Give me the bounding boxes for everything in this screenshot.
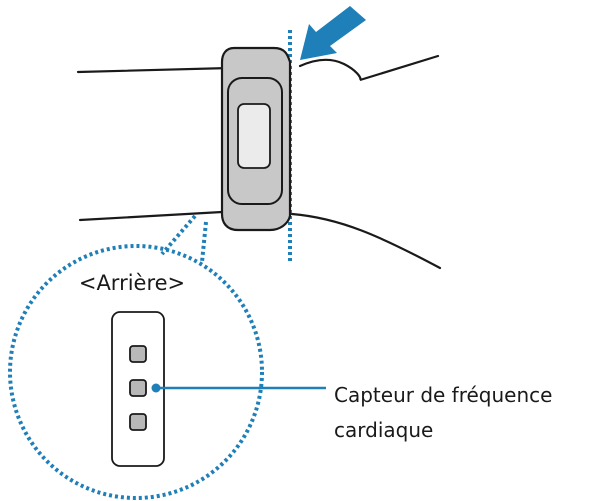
arrow-shape (300, 6, 366, 60)
callout-connector-right (200, 221, 208, 263)
sensor-top-icon (129, 345, 147, 363)
sensor-label-line1: Capteur de fréquence (334, 383, 552, 407)
callout-circle (8, 244, 264, 500)
heart-rate-sensor-icon (129, 379, 147, 397)
sensor-leader (151, 383, 326, 393)
sensor-label-line2: cardiaque (334, 418, 433, 442)
band-screen (237, 103, 271, 169)
wrist-bottom-left-line (78, 210, 224, 222)
sensor-bottom-icon (129, 413, 147, 431)
wrist-top-left-line (76, 66, 232, 74)
wrist-top-right-line (298, 54, 440, 82)
back-view-callout (8, 214, 264, 500)
back-label: <Arrière> (79, 271, 185, 295)
callout-connector-left (160, 214, 197, 256)
arrow-icon (300, 6, 366, 60)
wrist-outline (76, 54, 442, 270)
band-back-view (111, 311, 165, 467)
wrist-bottom-right-line (290, 212, 442, 270)
band-device (220, 46, 292, 232)
